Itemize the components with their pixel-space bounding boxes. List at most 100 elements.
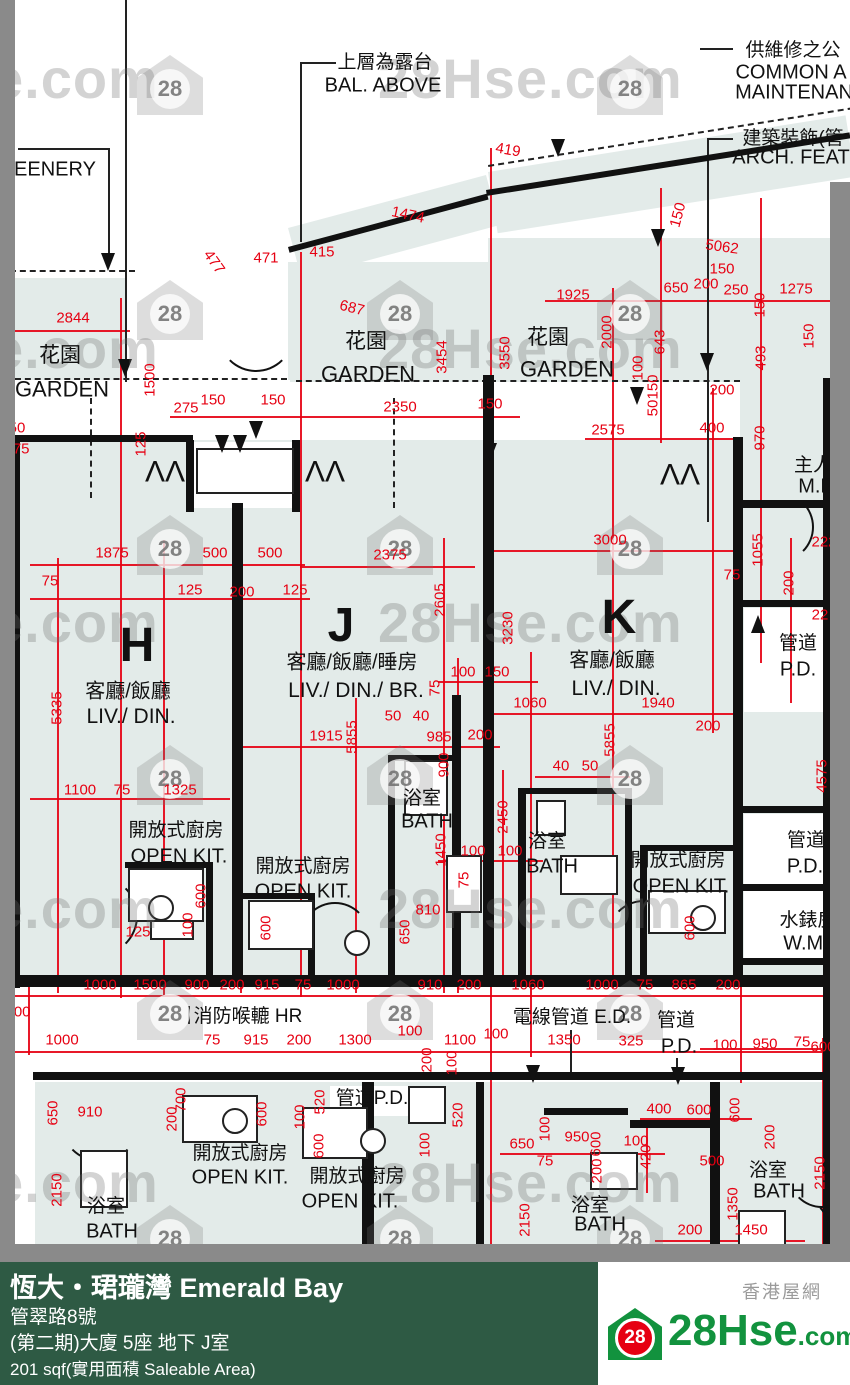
plan-label: 浴室 [570,1195,610,1217]
dimension-label: 915 [254,976,280,994]
fixture [536,800,566,836]
dimension-label: 1100 [443,1031,477,1049]
dimension-label: 1450 [734,1221,768,1239]
wall [388,755,458,761]
plan-label: MAINTENAN [735,81,850,104]
dimension-label: 500 [699,1152,725,1170]
dimension-label: 22 [811,606,829,624]
dimension-line [790,538,792,703]
dimension-line [15,330,130,332]
dimension-label: 200 [588,1158,606,1184]
dimension-label: 477 [199,246,229,278]
dimension-label: 200 [219,976,245,994]
plan-label: J [327,598,355,652]
watermark-28-badge: 28 [610,528,650,569]
dimension-label: 125 [132,431,150,457]
dimension-label: 150 [200,391,226,409]
direction-arrow [751,615,765,633]
dimension-label: 600 [726,1097,744,1123]
dimension-label: 200 [467,726,493,744]
logo-suffix: .com [797,1321,850,1351]
wall [13,435,193,442]
dimension-label: 650 [396,919,414,945]
estate-title: 恆大・珺瓏灣 Emerald Bay [10,1273,344,1303]
dimension-label: 5062 [704,236,740,258]
dimension-label: 200 [695,717,721,735]
leader-line [707,138,733,140]
dimension-label: 2575 [591,421,625,439]
dimension-label: 1940 [641,694,675,712]
wall [388,755,395,985]
plan-label: COMMON A [735,61,847,84]
direction-arrow [526,1065,540,1083]
dimension-label: 100 [179,912,197,938]
dimension-line [655,1240,805,1242]
dimension-label: 1275 [779,280,813,298]
watermark-text: e.com [0,317,159,380]
plan-label: P.D. [660,1035,698,1058]
dimension-label: 900 [435,752,453,778]
plan-label: 消防喉轆 HR [193,1006,303,1028]
dimension-label: 2150 [516,1203,534,1237]
void-area [296,382,486,438]
dimension-label: 75 [793,1033,811,1051]
dimension-label: 1060 [513,694,547,712]
dimension-line [660,188,662,443]
fixture [302,1107,368,1159]
dimension-label: 150 [666,200,690,230]
plan-label: GARDEN [519,356,615,382]
dimension-label: 150 [260,391,286,409]
dimension-line [30,598,310,600]
watermark-28-badge: 28 [380,528,420,569]
dimension-line [0,1051,850,1053]
leader-line [570,1030,572,1076]
plan-label: 客廳/飯廳 [569,649,655,672]
wall [710,1082,720,1257]
wall [823,378,830,1262]
fixture [148,895,174,921]
wall [640,845,735,851]
direction-arrow [249,421,263,439]
dimension-label: 600 [310,1133,328,1159]
plan-label: 管道 [786,830,826,852]
plan-label: OPEN KIT. [254,880,352,903]
plan-label: 電線管道 E.D. [512,1007,632,1029]
dimension-label: 200 [715,976,741,994]
plan-label: LIV./ DIN. [86,704,176,728]
wall [544,1108,628,1115]
dimension-label: 150 [800,323,818,349]
dimension-label: 100 [623,1132,649,1150]
site-name-chinese: 香港屋網 [742,1282,822,1302]
watermark-28-badge: 28 [150,993,190,1034]
dimension-label: 600 [257,915,275,941]
direction-arrow [700,353,714,371]
wall [243,893,313,899]
dimension-label: 75 [203,1031,221,1049]
leader-line [300,62,336,64]
dimension-line [30,798,230,800]
dimension-label: 950 [564,1128,590,1146]
dimension-label: 125 [125,923,151,941]
plan-label: BAL. ABOVE [324,74,442,97]
plan-label: H [119,618,155,672]
dimension-label: 100 [536,1116,554,1142]
watermark-28-badge: 28 [380,758,420,799]
plan-label: 建築裝飾(管 [742,128,844,150]
leader-line [18,148,108,150]
room-area [488,238,840,382]
watermark-house-icon: 28 [137,280,203,340]
plan-label: BATH [526,855,578,878]
dimension-label: 200 [780,570,798,596]
plan-label: 上層為露台 [337,52,433,74]
dimension-label: 2000 [598,315,616,349]
dimension-line [300,566,475,568]
dimension-label: 100 [443,1050,461,1076]
dimension-label: 2844 [56,309,90,327]
dimension-label: 810 [415,901,441,919]
dimension-label: 250 [723,281,749,299]
plan-label: P.D. [779,658,817,681]
plan-label: OPEN KIT. [130,845,228,868]
dimension-label: 5335 [48,691,66,725]
fixture [408,1086,446,1124]
dimension-label: 50 [384,707,402,725]
